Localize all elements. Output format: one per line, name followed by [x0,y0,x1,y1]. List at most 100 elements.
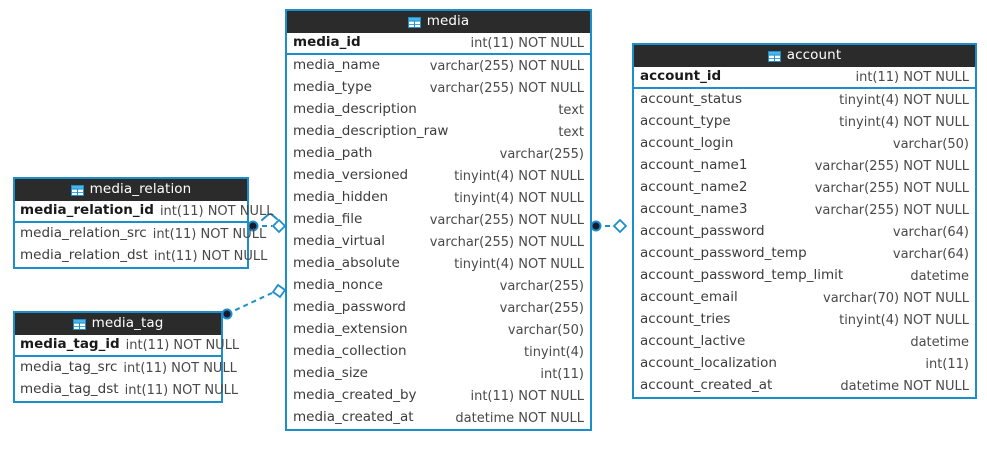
table-row[interactable]: media_versioned tinyint(4) NOT NULL [287,165,590,187]
table-row[interactable]: account_email varchar(70) NOT NULL [634,287,975,309]
column-type: varchar(70) NOT NULL [823,290,969,306]
table-row[interactable]: media_name varchar(255) NOT NULL [287,55,590,77]
column-name: account_localization [640,355,777,372]
column-name: account_name1 [640,157,748,174]
entity-media-columns: media_name varchar(255) NOT NULL media_t… [287,55,590,429]
table-row[interactable]: media_extension varchar(50) [287,319,590,341]
column-type: varchar(255) NOT NULL [429,58,584,74]
column-name: account_tries [640,311,731,328]
entity-media_tag-columns: media_tag_src int(11) NOT NULL media_tag… [15,357,238,401]
table-row[interactable]: media_password varchar(255) [287,297,590,319]
table-row[interactable]: account_login varchar(50) [634,133,975,155]
column-name: media_path [293,145,373,162]
column-type: varchar(255) [499,278,584,294]
table-icon [407,16,421,28]
table-row[interactable]: media_size int(11) [287,363,590,385]
column-name: media_absolute [293,255,400,272]
column-type: int(11) NOT NULL [855,69,969,85]
table-row[interactable]: account_tries tinyint(4) NOT NULL [634,309,975,331]
table-row[interactable]: media_created_at datetime NOT NULL [287,407,590,429]
column-name: media_relation_dst [20,247,148,264]
column-name: media_created_at [293,409,414,426]
entity-media_tag-body: media_tag_id int(11) NOT NULL media_tag_… [15,335,239,401]
entity-media_tag[interactable]: media_tag media_tag_id int(11) NOT NULL … [13,311,239,403]
table-row[interactable]: media_virtual varchar(255) NOT NULL [287,231,590,253]
table-row-pk[interactable]: media_tag_id int(11) NOT NULL [15,335,239,357]
column-type: varchar(255) NOT NULL [814,180,969,196]
table-row[interactable]: account_name2 varchar(255) NOT NULL [634,177,975,199]
table-icon [70,184,84,196]
entity-media[interactable]: media media_id int(11) NOT NULL media_na… [285,9,592,431]
table-row[interactable]: media_nonce varchar(255) [287,275,590,297]
table-row[interactable]: account_status tinyint(4) NOT NULL [634,89,975,111]
entity-account-header: account [634,45,975,67]
column-type: varchar(64) [892,246,969,262]
table-row[interactable]: media_absolute tinyint(4) NOT NULL [287,253,590,275]
column-name: account_status [640,91,743,108]
column-type: datetime NOT NULL [455,410,584,426]
table-row[interactable]: account_name3 varchar(255) NOT NULL [634,199,975,221]
entity-media_tag-title: media_tag [91,315,164,332]
table-row[interactable]: media_tag_src int(11) NOT NULL [15,357,237,379]
entity-account-columns: account_status tinyint(4) NOT NULL accou… [634,89,975,397]
table-row[interactable]: media_file varchar(255) NOT NULL [287,209,590,231]
column-name: media_description [293,101,417,118]
table-row[interactable]: account_password_temp varchar(64) [634,243,975,265]
table-row-pk[interactable]: media_id int(11) NOT NULL [287,33,590,55]
table-row[interactable]: media_relation_src int(11) NOT NULL [15,223,266,245]
column-name: account_password_temp_limit [640,267,844,284]
table-row[interactable]: account_type tinyint(4) NOT NULL [634,111,975,133]
table-row[interactable]: account_created_at datetime NOT NULL [634,375,975,397]
column-name: account_name2 [640,179,748,196]
column-name: account_password [640,223,765,240]
entity-media-header: media [287,11,590,33]
entity-media-title: media [426,13,470,30]
table-row-pk[interactable]: media_relation_id int(11) NOT NULL [15,201,273,223]
column-type: varchar(255) NOT NULL [429,80,584,96]
table-row[interactable]: account_password_temp_limit datetime [634,265,975,287]
table-row[interactable]: media_description_raw text [287,121,590,143]
table-row[interactable]: account_password varchar(64) [634,221,975,243]
column-type: varchar(50) [507,322,584,338]
column-type: datetime [910,334,969,350]
entity-account[interactable]: account account_id int(11) NOT NULL acco… [632,43,977,399]
column-type: tinyint(4) NOT NULL [454,256,584,272]
column-type: varchar(50) [892,136,969,152]
table-row[interactable]: media_collection tinyint(4) [287,341,590,363]
column-name: media_extension [293,321,408,338]
entity-media_relation[interactable]: media_relation media_relation_id int(11)… [13,177,273,269]
table-row[interactable]: media_type varchar(255) NOT NULL [287,77,590,99]
column-name: media_hidden [293,189,389,206]
table-row[interactable]: media_created_by int(11) NOT NULL [287,385,590,407]
table-row[interactable]: media_path varchar(255) [287,143,590,165]
column-type: varchar(255) [499,146,584,162]
column-type: int(11) NOT NULL [123,360,237,376]
column-name: media_virtual [293,233,385,250]
column-name: account_id [640,68,722,85]
column-name: media_relation_src [20,225,147,242]
table-row[interactable]: account_name1 varchar(255) NOT NULL [634,155,975,177]
table-row[interactable]: media_relation_dst int(11) NOT NULL [15,245,267,267]
entity-media_relation-body: media_relation_id int(11) NOT NULL media… [15,201,273,267]
column-type: varchar(255) NOT NULL [429,212,584,228]
column-name: media_relation_id [20,202,154,219]
column-type: tinyint(4) NOT NULL [839,92,969,108]
column-type: datetime NOT NULL [840,378,969,394]
column-type: varchar(64) [892,224,969,240]
column-name: media_tag_dst [20,381,119,398]
table-row[interactable]: account_lactive datetime [634,331,975,353]
entity-media_relation-header: media_relation [15,179,247,201]
column-name: media_tag_src [20,359,118,376]
column-name: account_password_temp [640,245,807,262]
table-row[interactable]: media_description text [287,99,590,121]
column-type: int(11) NOT NULL [470,388,584,404]
column-name: media_file [293,211,363,228]
entity-media_relation-title: media_relation [89,181,192,198]
table-row[interactable]: media_tag_dst int(11) NOT NULL [15,379,238,401]
table-row-pk[interactable]: account_id int(11) NOT NULL [634,67,975,89]
table-row[interactable]: account_localization int(11) [634,353,975,375]
table-row[interactable]: media_hidden tinyint(4) NOT NULL [287,187,590,209]
column-type: int(11) NOT NULL [470,35,584,51]
column-name: account_login [640,135,734,152]
